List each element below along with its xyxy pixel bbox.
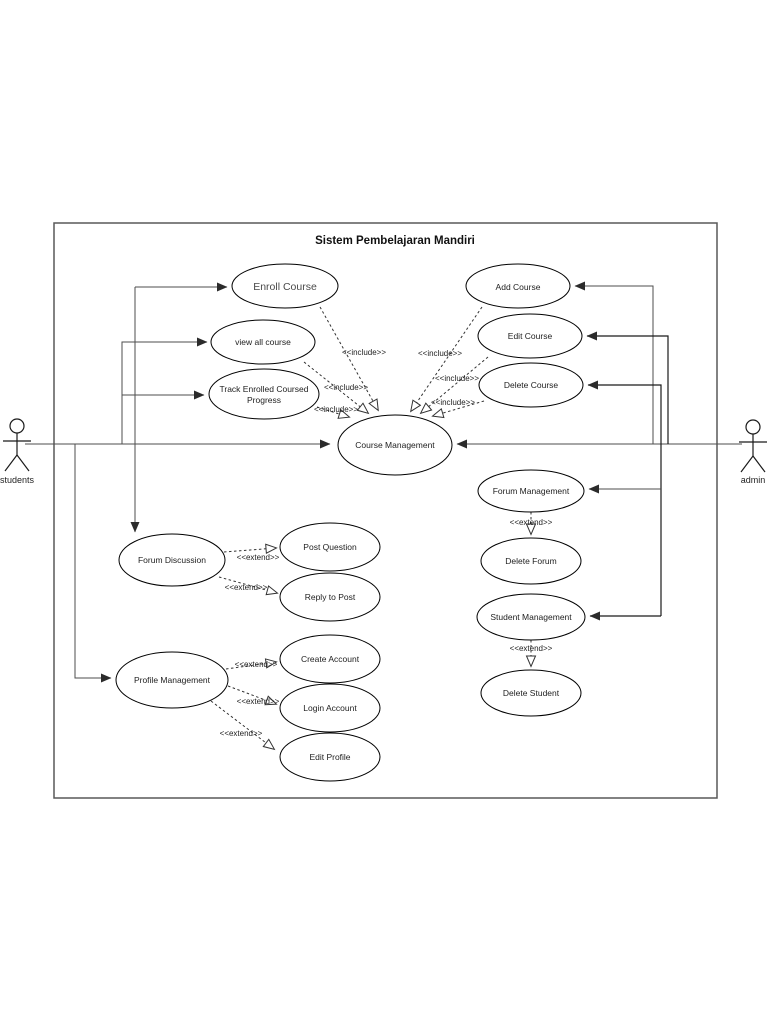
svg-text:Enroll Course: Enroll Course — [253, 281, 317, 293]
extend-label: <<extend>> — [510, 518, 553, 527]
use-case-view-all-course: view all course — [210, 319, 316, 365]
stereotype-labels: <<include>> <<include>> <<include>> <<in… — [220, 348, 553, 738]
system-boundary: Sistem Pembelajaran Mandiri — [53, 222, 718, 799]
use-case-delete-course: Delete Course — [478, 362, 584, 408]
include-edge-add-course — [410, 306, 483, 413]
actor-students-figure — [3, 418, 31, 472]
include-edge-view-all-course — [303, 361, 370, 415]
include-edge-track-progress — [316, 406, 351, 419]
extend-edge-edit-profile — [210, 700, 276, 751]
include-label: <<include>> — [418, 349, 462, 358]
svg-text:Course Management: Course Management — [355, 440, 435, 450]
extend-edges — [210, 512, 537, 751]
svg-text:Forum Management: Forum Management — [493, 486, 570, 496]
actor-admin: admin — [739, 419, 767, 485]
use-case-post-question: Post Question — [279, 522, 381, 572]
edge-students-profile-management — [74, 444, 112, 683]
extend-edge-post-question — [223, 543, 278, 555]
actor-students-label: students — [0, 475, 35, 485]
svg-text:view all course: view all course — [235, 337, 291, 347]
use-case-create-account: Create Account — [279, 634, 381, 684]
use-case-profile-management: Profile Management — [115, 651, 229, 709]
svg-text:Edit Profile: Edit Profile — [309, 752, 350, 762]
svg-text:Progress: Progress — [247, 395, 281, 405]
use-case-reply-to-post: Reply to Post — [279, 572, 381, 622]
svg-text:Student Management: Student Management — [490, 612, 572, 622]
use-case-track-enrolled-progress: Track Enrolled Coursed Progress — [208, 368, 320, 420]
extend-label: <<extend>> — [235, 660, 278, 669]
use-case-forum-discussion: Forum Discussion — [118, 533, 226, 587]
include-edges — [303, 306, 489, 419]
svg-text:Track Enrolled Coursed: Track Enrolled Coursed — [220, 384, 309, 394]
actor-admin-figure — [739, 419, 767, 473]
include-edge-enroll-course — [319, 306, 379, 412]
use-case-course-management: Course Management — [337, 414, 453, 476]
include-label: <<include>> — [431, 398, 475, 407]
svg-text:Forum Discussion: Forum Discussion — [138, 555, 206, 565]
svg-text:Reply to Post: Reply to Post — [305, 592, 356, 602]
use-case-delete-student: Delete Student — [480, 669, 582, 717]
actor-admin-label: admin — [741, 475, 766, 485]
edge-students-view-all-course — [121, 337, 208, 444]
include-label: <<include>> — [324, 383, 368, 392]
include-label: <<include>> — [342, 348, 386, 357]
edge-admin-add-course — [574, 281, 654, 444]
use-case-student-management: Student Management — [476, 593, 586, 641]
extend-edge-login-account — [227, 685, 278, 706]
include-label: <<include>> — [435, 374, 479, 383]
extend-label: <<extend>> — [237, 553, 280, 562]
edge-admin-edit-course — [586, 331, 669, 444]
use-case-forum-management: Forum Management — [477, 469, 585, 513]
use-case-add-course: Add Course — [465, 263, 571, 309]
extend-label: <<extend>> — [510, 644, 553, 653]
svg-text:Post Question: Post Question — [303, 542, 357, 552]
svg-text:Edit Course: Edit Course — [508, 331, 553, 341]
diagram-title: Sistem Pembelajaran Mandiri — [315, 235, 475, 247]
actor-students: students — [0, 418, 35, 485]
svg-text:Delete Student: Delete Student — [503, 688, 560, 698]
extend-label: <<extend>> — [225, 583, 268, 592]
use-case-edit-profile: Edit Profile — [279, 732, 381, 782]
association-edges — [25, 281, 742, 683]
use-case-edit-course: Edit Course — [477, 313, 583, 359]
include-label: <<include>> — [314, 405, 358, 414]
include-edge-delete-course — [431, 400, 485, 419]
use-case-delete-forum: Delete Forum — [480, 537, 582, 585]
extend-label: <<extend>> — [220, 729, 263, 738]
svg-text:Create Account: Create Account — [301, 654, 360, 664]
extend-label: <<extend>> — [237, 697, 280, 706]
svg-text:Add Course: Add Course — [496, 282, 541, 292]
use-cases: Enroll Course view all course Track Enro… — [115, 263, 586, 782]
extend-edge-create-account — [225, 658, 278, 670]
extend-edge-reply-to-post — [218, 576, 279, 596]
use-case-login-account: Login Account — [279, 683, 381, 733]
svg-text:Delete Course: Delete Course — [504, 380, 559, 390]
use-case-enroll-course: Enroll Course — [231, 263, 339, 309]
svg-text:Login Account: Login Account — [303, 703, 357, 713]
svg-text:Delete Forum: Delete Forum — [505, 556, 557, 566]
svg-text:Profile Management: Profile Management — [134, 675, 211, 685]
system-boundary-box — [53, 222, 718, 799]
edge-admin-delete-course — [587, 380, 662, 616]
